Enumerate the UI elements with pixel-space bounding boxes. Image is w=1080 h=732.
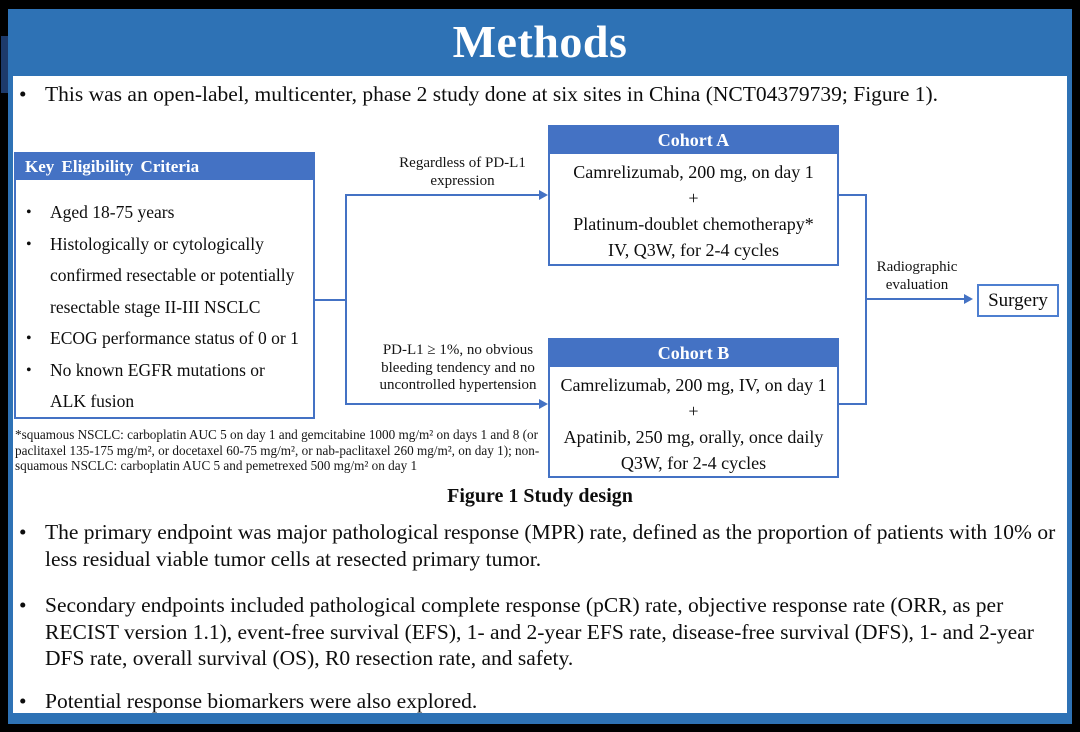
figure-caption: Figure 1 Study design: [447, 485, 633, 507]
bullet-icon: [26, 197, 50, 229]
cohort-b-line: Apatinib, 250 mg, orally, once daily: [563, 427, 824, 447]
connector-to-surgery: [865, 298, 965, 300]
bullet-icon: [16, 81, 45, 108]
primary-endpoint-text: The primary endpoint was major pathologi…: [45, 520, 1056, 571]
arrowhead-surgery: [964, 294, 973, 304]
slide-header-bar: Methods: [8, 9, 1072, 76]
branch-label-top: Regardless of PD-L1 expression: [399, 155, 526, 189]
eligibility-item: Aged 18-75 years: [26, 197, 311, 229]
surgery-box: Surgery: [977, 284, 1059, 317]
eligibility-box: Key Eligibility Criteria Aged 18-75 year…: [14, 152, 315, 419]
cohort-a-header: Cohort A: [550, 127, 837, 154]
bullet-icon: [26, 355, 50, 418]
cohort-a-line: +: [688, 188, 699, 208]
left-edge-accent: [1, 36, 9, 93]
connector-cohort-b-out: [839, 403, 867, 405]
cohort-a-line: Camrelizumab, 200 mg, on day 1: [573, 162, 814, 182]
bullet-icon: [26, 323, 50, 355]
figure-footnote: *squamous NSCLC: carboplatin AUC 5 on da…: [15, 427, 540, 473]
cohort-b-header: Cohort B: [550, 340, 837, 367]
cohort-a-body: Camrelizumab, 200 mg, on day 1 + Platinu…: [550, 154, 837, 263]
evaluation-label: Radiographic evaluation: [876, 259, 958, 293]
connector-to-cohort-a: [345, 194, 539, 196]
bullet-icon: [16, 519, 45, 572]
cohort-b-line: +: [688, 401, 699, 421]
cohort-b-box: Cohort B Camrelizumab, 200 mg, IV, on da…: [548, 338, 839, 478]
eligibility-item-text: resectable stage II-III NSCLC: [50, 296, 261, 317]
secondary-endpoints-bullet: Secondary endpoints included pathologica…: [16, 592, 1056, 672]
eligibility-item: No known EGFR mutations or ALK fusion: [26, 355, 311, 418]
page-title: Methods: [452, 16, 628, 67]
eligibility-item-text: ALK fusion: [50, 391, 135, 411]
primary-endpoint-bullet: The primary endpoint was major pathologi…: [16, 519, 1056, 572]
cohort-a-line: Platinum-doublet chemotherapy*: [573, 214, 814, 234]
cohort-b-body: Camrelizumab, 200 mg, IV, on day 1 + Apa…: [550, 367, 837, 476]
connector-to-cohort-b: [345, 403, 539, 405]
connector-cohort-a-out: [839, 194, 867, 196]
branch-label-bottom: PD-L1 ≥ 1%, no obvious bleeding tendency…: [379, 342, 537, 393]
intro-bullet-text: This was an open-label, multicenter, pha…: [45, 82, 939, 106]
cohort-b-line: Q3W, for 2-4 cycles: [620, 453, 767, 473]
cohort-a-box: Cohort A Camrelizumab, 200 mg, on day 1 …: [548, 125, 839, 266]
secondary-endpoints-text: Secondary endpoints included pathologica…: [45, 593, 1034, 670]
eligibility-item-text: ECOG performance status of 0 or 1: [50, 328, 299, 348]
arrowhead-cohort-b: [539, 399, 548, 409]
arrowhead-cohort-a: [539, 190, 548, 200]
eligibility-item: Histologically or cytologically confirme…: [26, 229, 311, 324]
biomarkers-text: Potential response biomarkers were also …: [45, 689, 478, 713]
bullet-icon: [26, 229, 50, 324]
connector-elig-to-branch: [315, 299, 347, 301]
eligibility-item: ECOG performance status of 0 or 1: [26, 323, 311, 355]
eligibility-item-text: Histologically or cytologically: [50, 233, 264, 254]
connector-branch-vertical: [345, 194, 347, 405]
eligibility-item-text: confirmed resectable or potentially: [50, 265, 295, 285]
eligibility-item-text: Aged 18-75 years: [50, 202, 175, 222]
intro-bullet: This was an open-label, multicenter, pha…: [16, 81, 1056, 108]
eligibility-item-text: No known EGFR mutations or: [50, 359, 265, 380]
bullet-icon: [16, 592, 45, 672]
cohort-a-line: IV, Q3W, for 2-4 cycles: [608, 240, 779, 260]
cohort-b-line: Camrelizumab, 200 mg, IV, on day 1: [560, 375, 827, 395]
eligibility-body: Aged 18-75 years Histologically or cytol…: [16, 180, 313, 418]
biomarkers-bullet: Potential response biomarkers were also …: [16, 688, 1056, 715]
eligibility-header: Key Eligibility Criteria: [16, 154, 313, 180]
bullet-icon: [16, 688, 45, 715]
